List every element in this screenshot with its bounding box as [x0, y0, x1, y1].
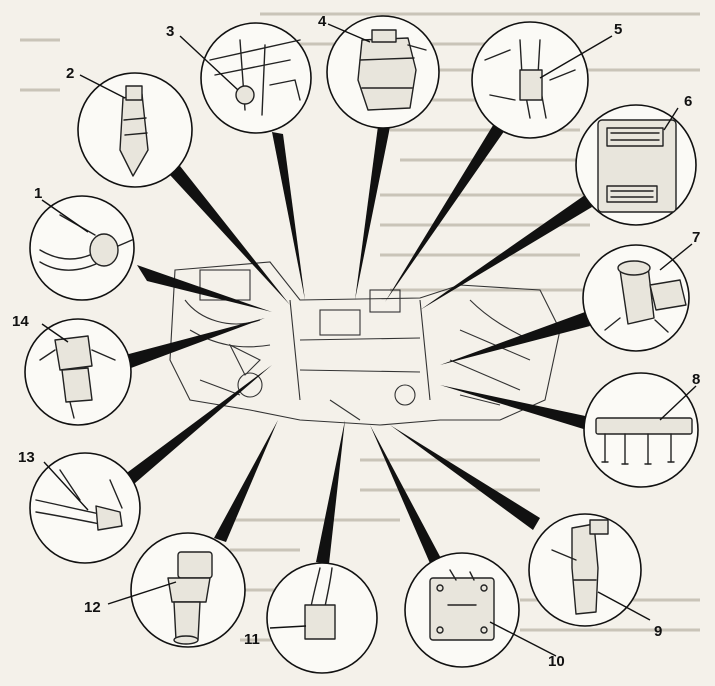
callout-pointer [125, 318, 265, 368]
callout-pointer [440, 312, 590, 365]
callout-pointer [170, 166, 290, 305]
callout-9: 9 [390, 425, 662, 640]
callout-pointer [440, 385, 590, 431]
callout-label: 13 [18, 449, 35, 466]
callout-4: 4 [318, 13, 440, 300]
callout-pointer [316, 420, 345, 564]
callout-label: 1 [34, 185, 42, 202]
callout-pointer [385, 122, 505, 302]
callout-pointer [214, 420, 278, 542]
callout-label: 8 [692, 371, 700, 388]
callout-14: 14 [12, 313, 265, 426]
callout-13: 13 [18, 365, 272, 564]
callout-11: 11 [244, 420, 378, 674]
background-text-lines [20, 12, 700, 642]
callout-label: 2 [66, 65, 74, 82]
callout-label: 4 [318, 13, 327, 30]
callout-3: 3 [166, 22, 312, 300]
callout-label: 3 [166, 23, 174, 40]
callout-label: 14 [12, 313, 29, 330]
callout-label: 6 [684, 93, 692, 110]
callout-1: 1 [29, 185, 272, 312]
callout-pointer [272, 132, 305, 300]
callout-2: 2 [66, 65, 290, 305]
callout-label: 10 [548, 653, 565, 670]
callout-label: 9 [654, 623, 662, 640]
callout-8: 8 [440, 371, 700, 488]
callout-pointer [370, 425, 444, 568]
callout-10: 10 [370, 425, 565, 670]
callout-pointer [137, 265, 272, 312]
callout-7: 7 [440, 229, 700, 365]
callout-pointer [420, 195, 592, 310]
callout-pointer [355, 126, 390, 300]
callout-label: 12 [84, 599, 101, 616]
callout-pointer [120, 365, 272, 490]
callout-label: 5 [614, 21, 622, 38]
engine-bay-sketch [169, 261, 561, 426]
callout-pointer [390, 425, 540, 530]
callout-6: 6 [420, 93, 697, 310]
callout-label: 11 [244, 631, 260, 648]
callout-label: 7 [692, 229, 700, 246]
callout-12: 12 [84, 420, 278, 648]
callout-5: 5 [385, 21, 622, 302]
